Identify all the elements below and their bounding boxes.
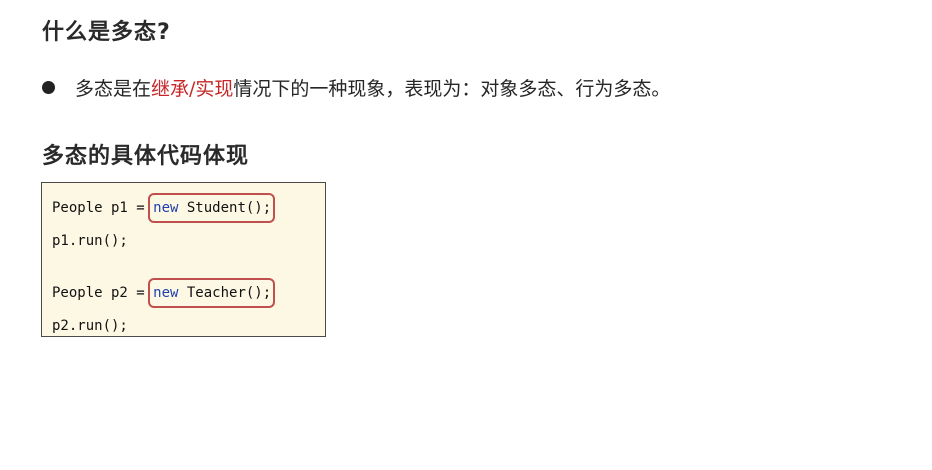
code-line-1: People p1 = new Student(); bbox=[52, 193, 276, 223]
code-line-2: p1.run(); bbox=[52, 233, 128, 249]
code-line-4: p2.run(); bbox=[52, 318, 128, 334]
definition-bullet: 多态是在继承/实现情况下的一种现象，表现为：对象多态、行为多态。 bbox=[42, 74, 670, 101]
code-line-1-keyword: new bbox=[153, 200, 179, 216]
definition-text-after: 情况下的一种现象，表现为：对象多态、行为多态。 bbox=[233, 78, 671, 100]
section-title-code-example: 多态的具体代码体现 bbox=[42, 144, 250, 169]
code-block: People p1 = new Student(); p1.run(); Peo… bbox=[41, 182, 326, 337]
code-line-3-highlight-box: new Teacher(); bbox=[148, 278, 276, 308]
code-line-1-highlight-box: new Student(); bbox=[148, 193, 276, 223]
section-title-what-is-polymorphism: 什么是多态? bbox=[42, 20, 171, 45]
bullet-dot-icon bbox=[42, 81, 55, 94]
definition-highlight: 继承/实现 bbox=[151, 78, 234, 100]
code-line-3-keyword: new bbox=[153, 285, 179, 301]
code-line-1-prefix: People p1 = bbox=[52, 200, 154, 216]
code-line-3: People p2 = new Teacher(); bbox=[52, 278, 276, 308]
code-line-3-rest: Teacher(); bbox=[178, 285, 272, 301]
code-line-1-rest: Student(); bbox=[178, 200, 272, 216]
code-line-3-prefix: People p2 = bbox=[52, 285, 154, 301]
definition-text-before: 多态是在 bbox=[75, 78, 152, 100]
